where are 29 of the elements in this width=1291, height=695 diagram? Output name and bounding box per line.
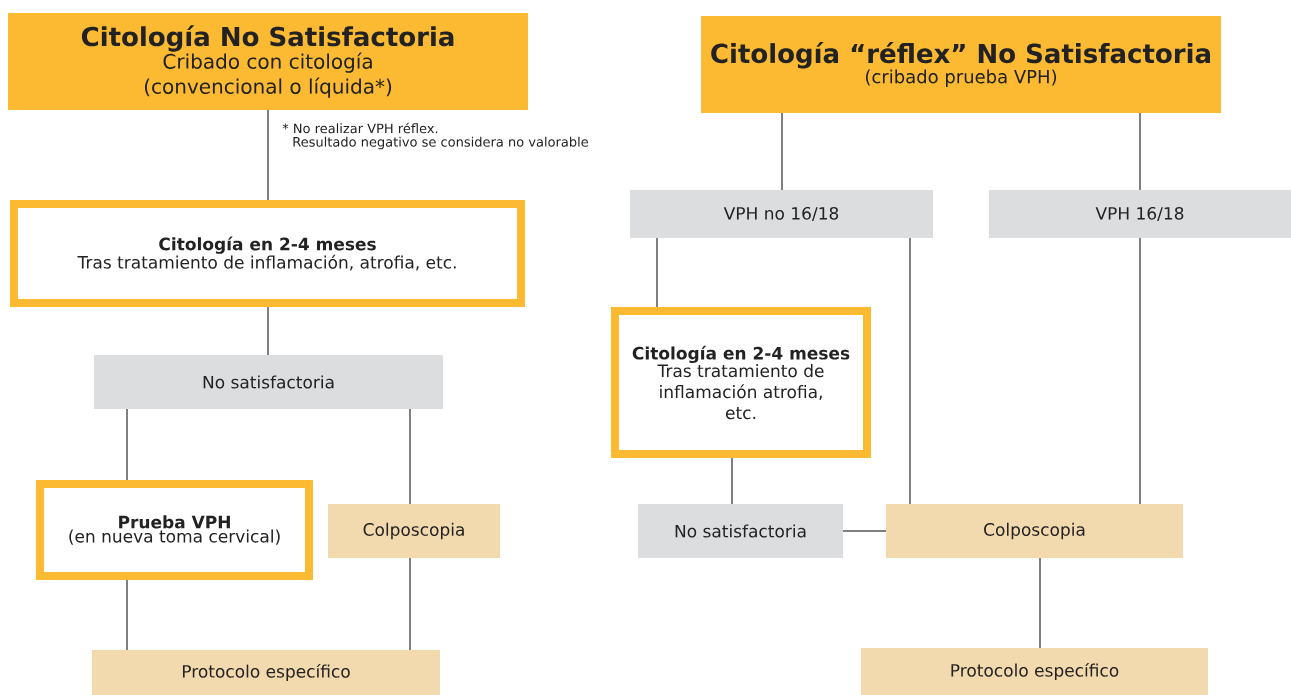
result-box: VPH 16/18 <box>989 190 1291 238</box>
result-box: VPH no 16/18 <box>630 190 933 238</box>
process-box: Prueba VPH (en nueva toma cervical) <box>36 480 313 580</box>
connector-line <box>1039 557 1041 649</box>
connector-line <box>781 112 783 191</box>
process-box: Citología en 2-4 meses Tras tratamiento de inflamación, atrofia, etc. <box>10 200 525 307</box>
footnote: * No realizar VPH réflex. <box>282 122 438 134</box>
result-box: No satisfactoria <box>94 355 443 409</box>
connector-line <box>409 408 411 505</box>
procedure-box: Colposcopia <box>886 504 1183 558</box>
procedure-box: Protocolo específico <box>861 648 1208 695</box>
connector-line <box>409 557 411 651</box>
connector-line <box>126 408 128 481</box>
connector-line <box>656 237 658 308</box>
result-box: No satisfactoria <box>638 504 843 558</box>
connector-line <box>267 109 269 201</box>
header-box: Citología No Satisfactoria Cribado con citología (convencional o líquida*) <box>8 13 528 110</box>
connector-line <box>1139 237 1141 505</box>
procedure-box: Protocolo específico <box>92 650 440 695</box>
process-box: Citología en 2-4 meses Tras tratamiento de inflamación atrofia, etc. <box>611 307 871 458</box>
connector-line <box>909 237 911 505</box>
connector-line <box>842 530 887 532</box>
header-box: Citología “réflex” No Satisfactoria (cribado prueba VPH) <box>701 16 1221 113</box>
connector-line <box>731 457 733 505</box>
connector-line <box>267 306 269 356</box>
footnote: Resultado negativo se considera no valorable <box>293 136 588 150</box>
procedure-box: Colposcopia <box>328 504 500 558</box>
connector-line <box>1139 112 1141 191</box>
connector-line <box>126 579 128 651</box>
